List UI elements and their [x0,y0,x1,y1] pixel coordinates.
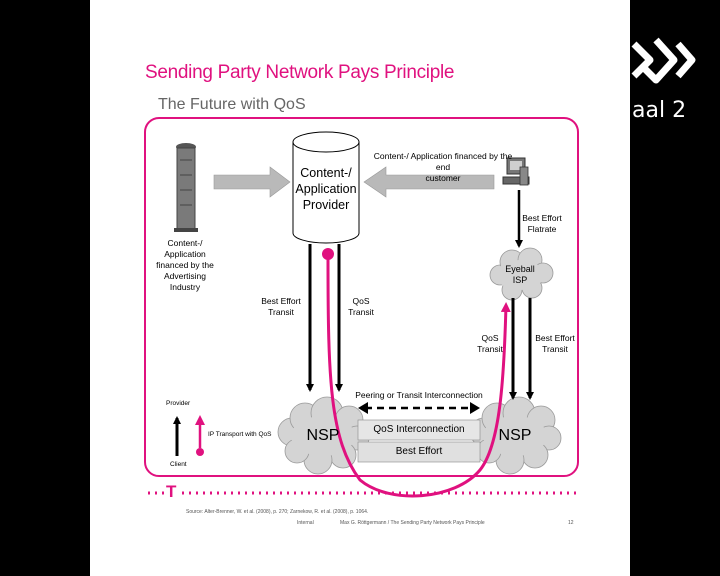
legend-provider-label: Provider [166,400,191,407]
nsp-left-cloud [277,396,370,475]
qos-interconnection-bar [357,419,481,441]
qos-transit-right-label: QoS Transit [477,333,503,354]
end-customer-label: Content-/ Application financed by the en… [373,151,513,183]
content-provider-cylinder [292,131,360,244]
eyeball-isp-cloud [489,247,554,301]
advertising-column-icon [174,143,198,232]
footer-internal: Internal [297,520,314,526]
diagram-frame [144,117,579,477]
legend-ip-label: IP Transport with QoS [208,431,272,438]
nsp-left-label: NSP [306,427,340,444]
best-effort-flatrate-label: Best Effort Flatrate [522,213,562,234]
footer-page-number: 12 [568,520,574,526]
computer-icon [502,157,530,186]
legend-ip-dot [196,448,204,456]
customer-payment-arrow [363,166,495,198]
telekom-logo: T [166,482,177,501]
content-provider-label: Content-/ Application Provider [295,166,357,212]
qos-transit-left-label: QoS Transit [348,296,374,317]
peering-arrow-right [470,402,480,414]
qos-path-magenta [326,257,511,498]
slide-subtitle: The Future with QoS [158,96,306,113]
best-effort-bar [357,441,481,463]
advertising-label: Content-/ Application financed by the Ad… [156,238,214,292]
footer-author: Max G. Röttgermann / The Sending Party N… [340,520,485,526]
nsp-right-cloud [469,396,562,475]
qos-interconnection-label: QoS Interconnection [373,424,465,435]
best-effort-label: Best Effort [395,446,443,457]
footer-source: Source: Alter-Brenner, W. et al. (2008),… [186,509,369,515]
best-effort-transit-left-label: Best Effort Transit [261,296,301,317]
peering-arrow-left [358,402,368,414]
eyeball-isp-label: Eyeball ISP [505,264,535,285]
best-effort-transit-right-label: Best Effort Transit [535,333,575,354]
qos-path-start-dot [322,248,334,260]
peering-label: Peering or Transit Interconnection [355,390,483,400]
slide-title: Sending Party Network Pays Principle [145,62,455,83]
advertising-payment-arrow [213,166,291,198]
channel-name: aal 2 [632,98,687,123]
channel-logo-icon [631,37,696,84]
legend-client-label: Client [170,461,187,468]
nsp-right-label: NSP [498,427,532,444]
